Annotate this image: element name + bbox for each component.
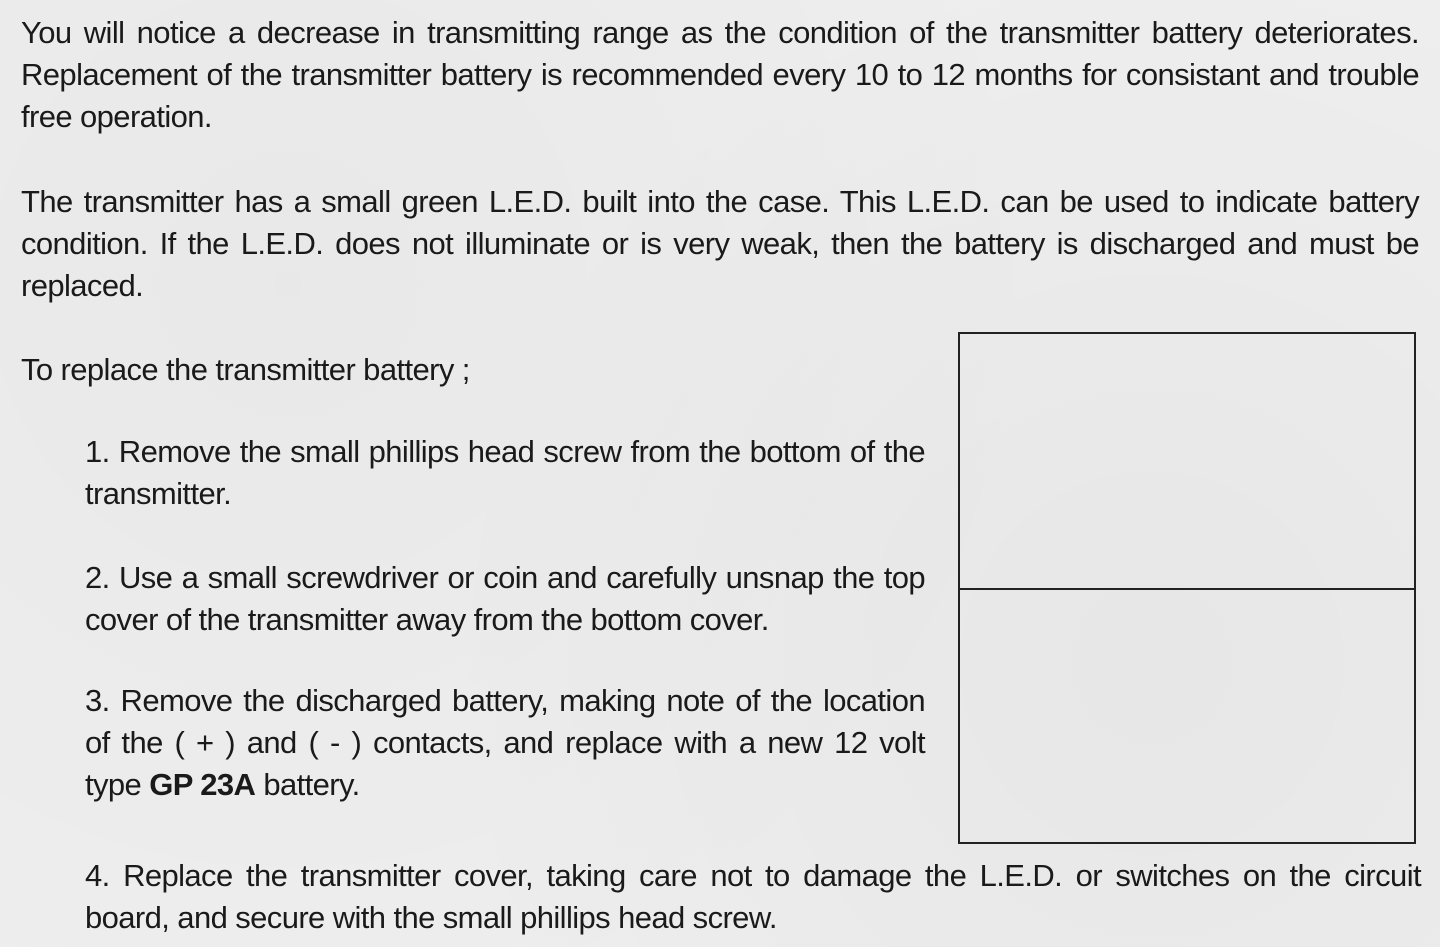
paragraph-range-decrease: You will notice a decrease in transmitti…: [21, 15, 1420, 134]
illustration-divider: [960, 588, 1414, 590]
illustration-frame: [958, 332, 1416, 844]
instructions-intro: To replace the transmitter battery ;: [21, 352, 470, 387]
battery-type: GP 23A: [149, 767, 256, 802]
paragraph-led-indicator: The transmitter has a small green L.E.D.…: [21, 184, 1420, 303]
step-1: 1. Remove the small phillips head screw …: [85, 434, 926, 511]
step-3: 3. Remove the discharged battery, making…: [85, 680, 926, 806]
step-3-text: 3. Remove the discharged battery, making…: [85, 683, 926, 802]
step-2: 2. Use a small screwdriver or coin and c…: [85, 560, 926, 637]
step-4: 4. Replace the transmitter cover, taking…: [85, 858, 1422, 935]
step-3-end: battery.: [255, 767, 360, 802]
